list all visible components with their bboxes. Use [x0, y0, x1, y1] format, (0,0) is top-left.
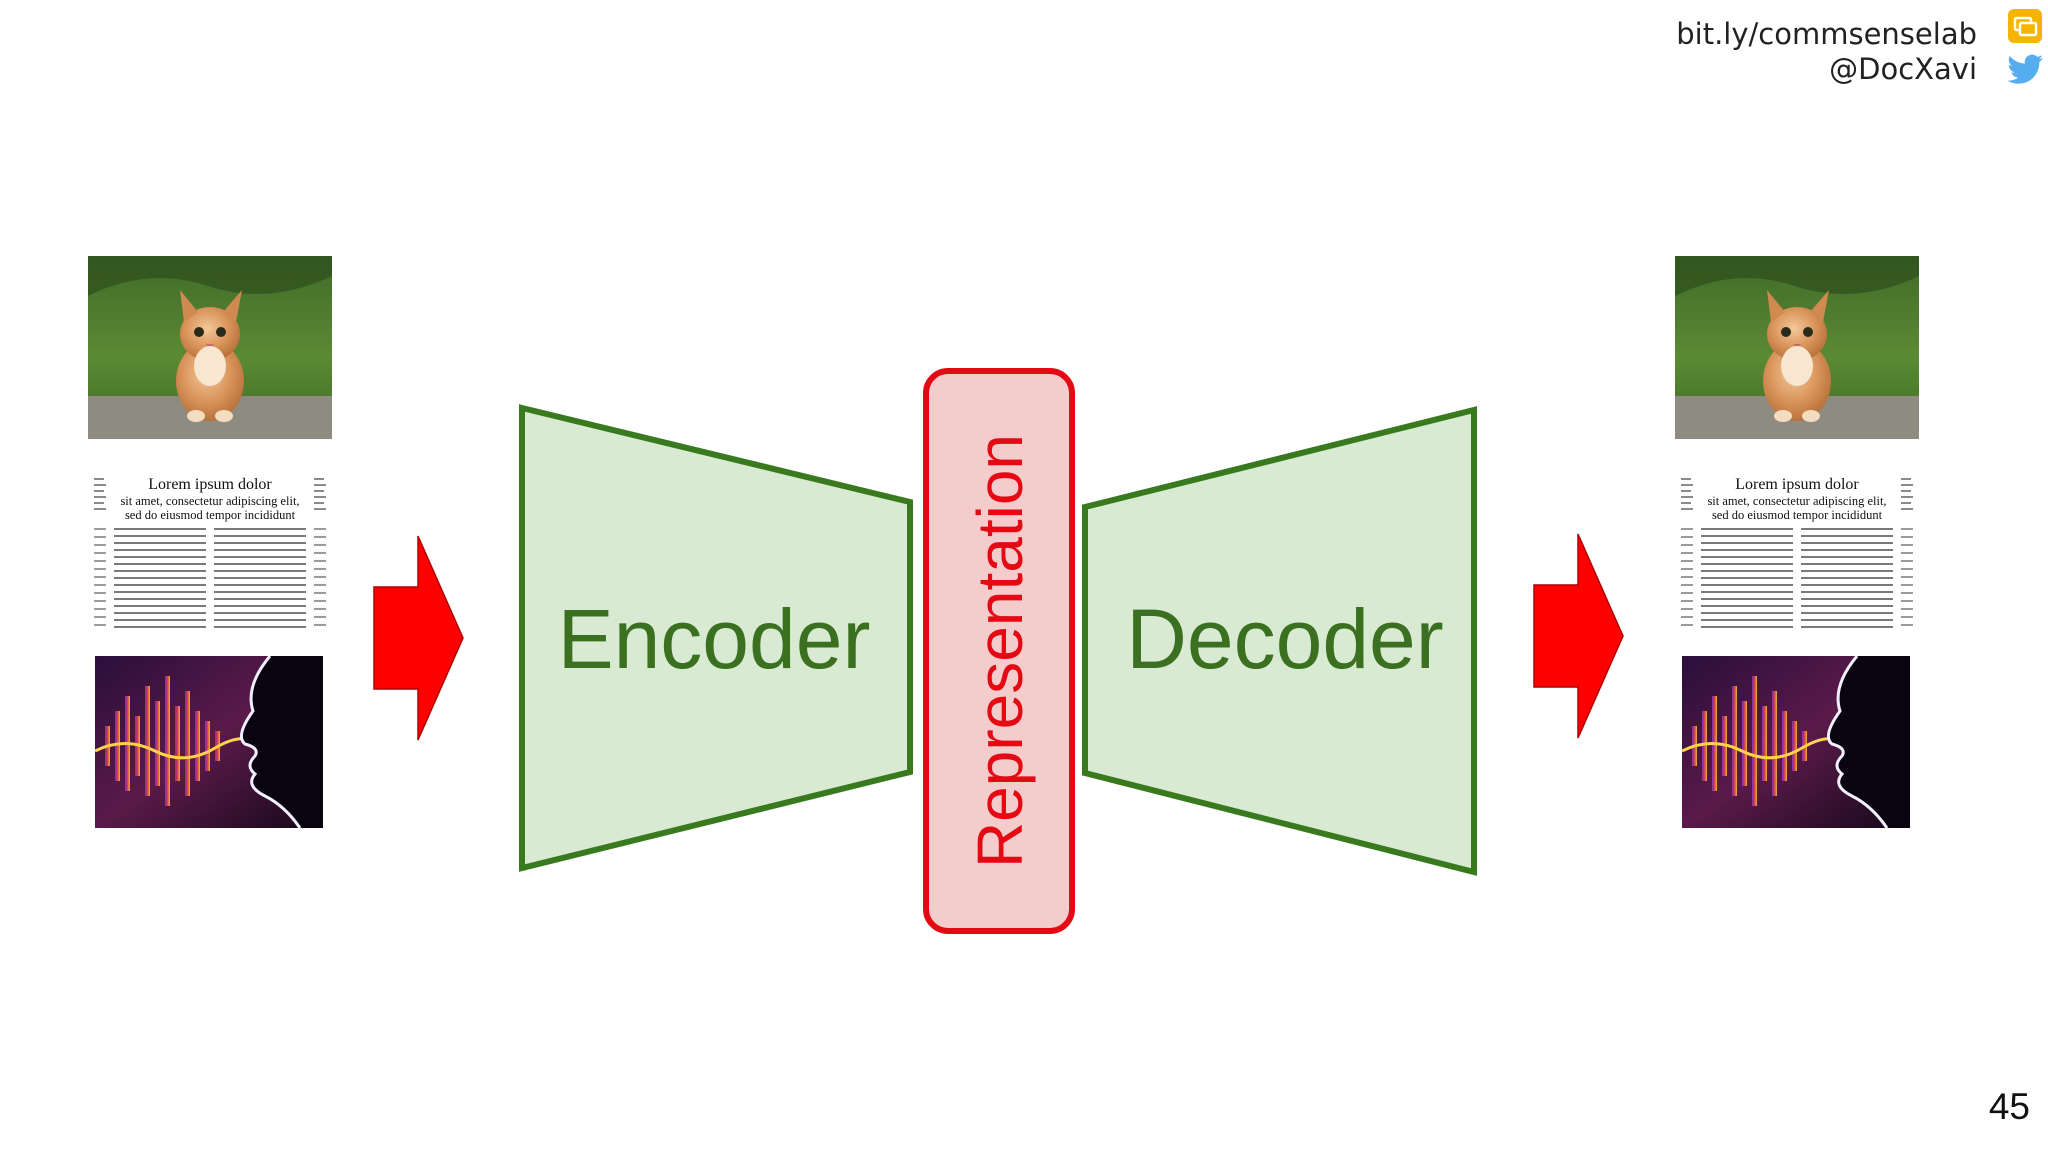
- doc-title-line3: sed do eiusmod tempor incididunt: [1711, 508, 1883, 522]
- doc-title-line3: sed do eiusmod tempor incididunt: [124, 508, 296, 522]
- document-text-lines: [94, 478, 326, 628]
- representation-block: [923, 368, 1075, 934]
- reconstructed-audio-waveform: [1659, 857, 1925, 967]
- reconstructed-voice-spectrum-image: [1682, 656, 1910, 828]
- reconstructed-kitten-photo: [1675, 256, 1919, 439]
- doc-title-line1: Lorem ipsum dolor: [1735, 476, 1859, 493]
- audio-waveform: [72, 857, 338, 967]
- decoder-block: [1082, 406, 1477, 876]
- twitter-handle[interactable]: @DocXavi: [1829, 52, 1977, 86]
- representation-label: Representation: [964, 434, 1036, 868]
- doc-title-line1: Lorem ipsum dolor: [148, 476, 272, 493]
- doc-title-line2: sit amet, consectetur adipiscing elit,: [1707, 494, 1887, 508]
- kitten-photo: [88, 256, 332, 439]
- document-title: Lorem ipsum dolor sit amet, consectetur …: [1679, 476, 1915, 522]
- document-thumbnail: Lorem ipsum dolor sit amet, consectetur …: [92, 474, 328, 632]
- link-text[interactable]: bit.ly/commsenselab: [1676, 17, 1977, 51]
- doc-title-line2: sit amet, consectetur adipiscing elit,: [120, 494, 300, 508]
- reconstructed-document-thumbnail: Lorem ipsum dolor sit amet, consectetur …: [1679, 474, 1915, 632]
- voice-spectrum-image: [95, 656, 323, 828]
- google-slides-icon: [2008, 9, 2042, 43]
- input-arrow: [373, 535, 464, 741]
- page-number: 45: [1988, 1086, 2030, 1127]
- twitter-bird-icon: [2007, 54, 2043, 84]
- document-text-lines: [1681, 478, 1913, 628]
- output-arrow: [1533, 533, 1624, 739]
- encoder-block: [519, 404, 913, 872]
- decoder-label: Decoder: [1126, 592, 1444, 686]
- document-title: Lorem ipsum dolor sit amet, consectetur …: [92, 476, 328, 522]
- encoder-label: Encoder: [558, 592, 871, 686]
